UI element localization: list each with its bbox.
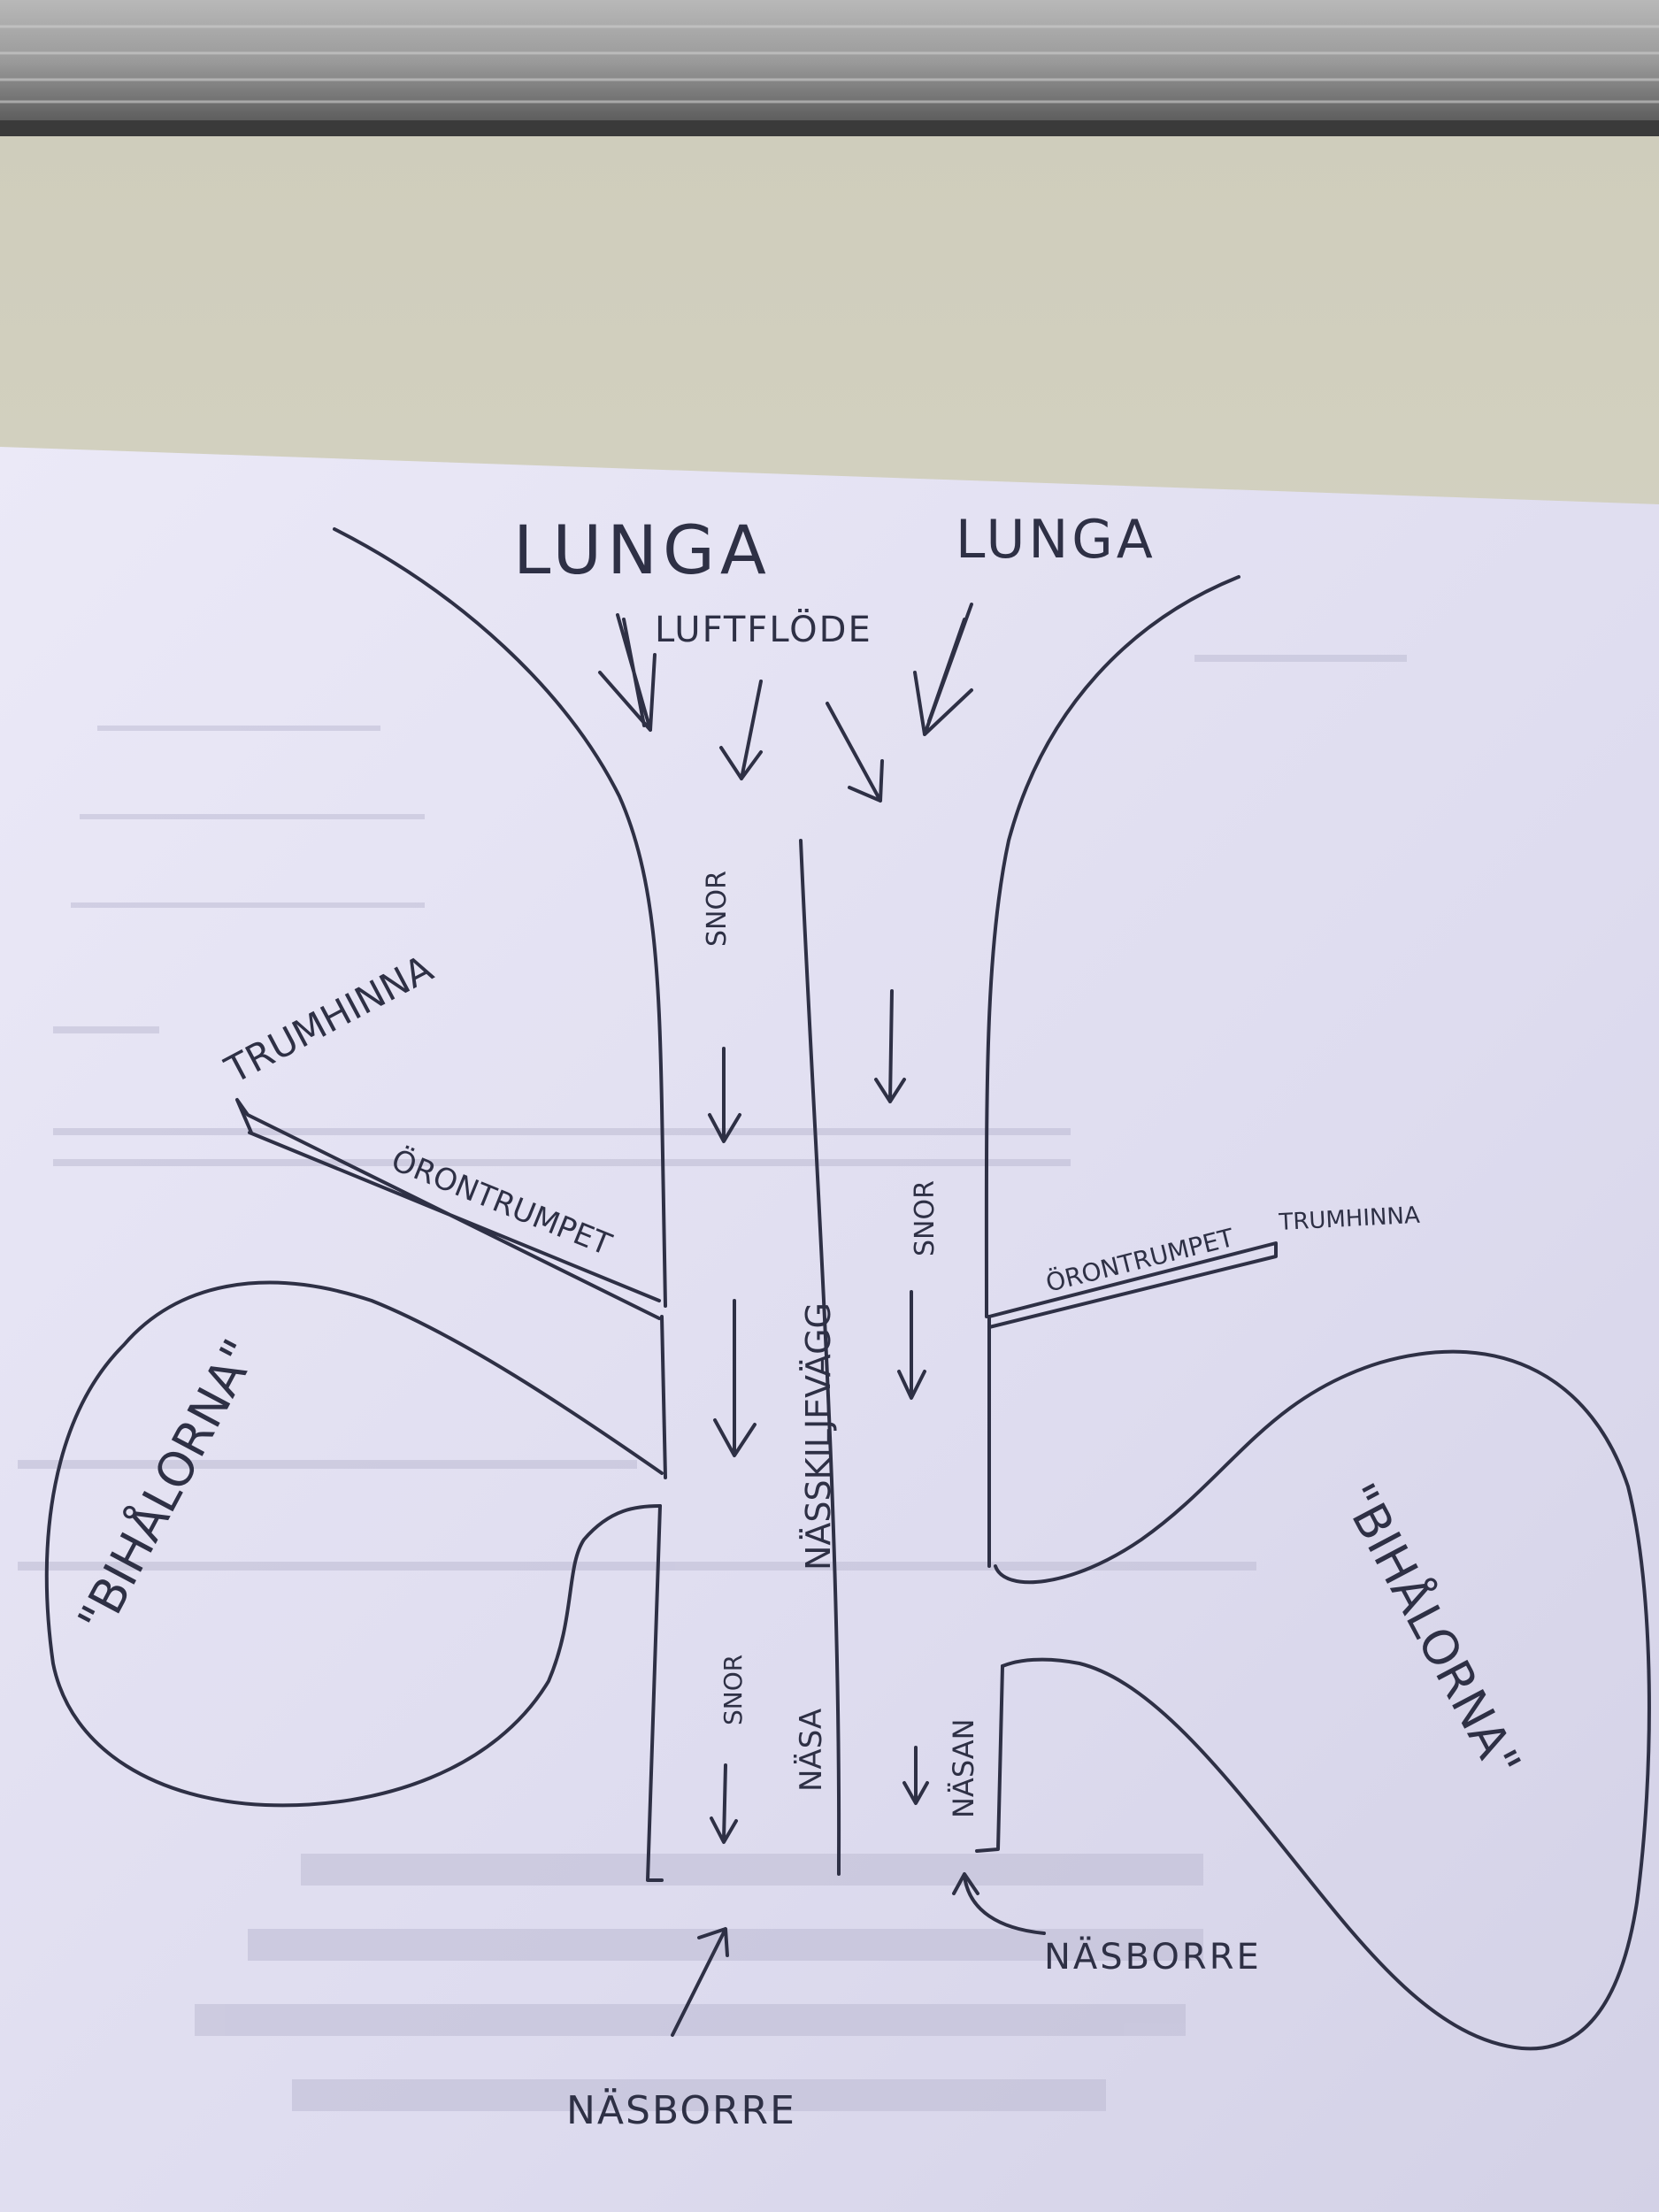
label-snor-middle: SNOR <box>910 1180 941 1256</box>
down-arrow-left-2 <box>713 1299 757 1457</box>
paper-sheet <box>0 447 1659 2212</box>
right-sinus-shape <box>994 1349 1651 2051</box>
airflow-arrow-center-left <box>719 680 763 780</box>
label-lunga-left: LUNGA <box>513 511 772 589</box>
label-nasskiljevagg: NÄSSKILJEVÄGG <box>799 1302 838 1571</box>
right-nasal-wall <box>975 1664 1004 1853</box>
left-nasal-wall <box>646 1504 664 1882</box>
label-snor-top: SNOR <box>702 871 733 947</box>
down-arrow-left-3 <box>710 1763 738 1844</box>
window-sill <box>0 120 1659 136</box>
airflow-arrow-left <box>598 613 657 732</box>
label-nasa: NÄSA <box>794 1709 829 1792</box>
label-nasborre-right: NÄSBORRE <box>1044 1935 1262 1978</box>
window-blind <box>0 0 1659 124</box>
down-arrow-right-2 <box>897 1290 926 1400</box>
left-airway-wall <box>333 527 667 1308</box>
label-nasborre-left: NÄSBORRE <box>566 2087 796 2133</box>
airflow-arrow-right <box>913 603 973 736</box>
down-arrow-right-3 <box>902 1746 929 1805</box>
right-eustachian-tube <box>987 1241 1278 1329</box>
nasal-septum <box>799 839 841 1876</box>
right-airway-wall <box>984 575 1240 1318</box>
label-luftflode: LUFTFLÖDE <box>655 608 872 650</box>
label-lunga-right: LUNGA <box>956 509 1156 571</box>
down-arrow-left-1 <box>708 1047 741 1143</box>
airflow-arrow-center-right <box>826 702 884 803</box>
left-sinus-shape <box>44 1280 664 1808</box>
nostril-arrow-left <box>671 1927 729 2037</box>
label-snor-bottom: SNOR <box>718 1655 748 1725</box>
nostril-arrow-right <box>952 1872 1046 1935</box>
label-nasan: NÄSAN <box>947 1718 980 1818</box>
down-arrow-right-1 <box>874 989 906 1103</box>
left-wall-mid <box>660 1315 667 1479</box>
blind-slats <box>0 25 1659 104</box>
left-eustachian-tube <box>235 1098 661 1320</box>
